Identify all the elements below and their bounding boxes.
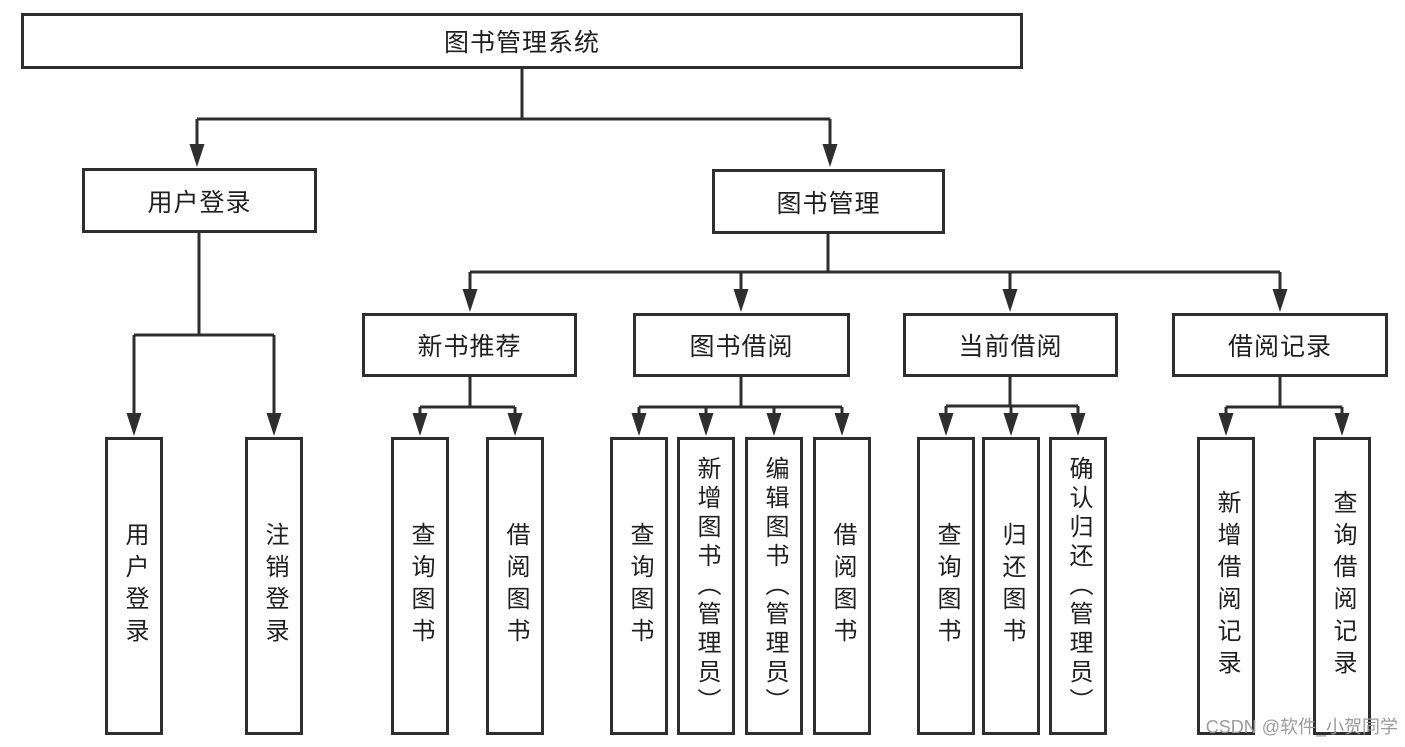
- leaf-edit-book-admin: 编辑图书（管理员）: [745, 437, 803, 735]
- leaf-confirm-return-admin: 确认归还（管理员）: [1049, 437, 1107, 735]
- leaf-return-book: 归还图书: [982, 437, 1040, 735]
- leaf-query-borrowing-record: 查询借阅记录: [1313, 437, 1371, 735]
- node-user-login: 用户登录: [82, 168, 317, 233]
- node-new-book-recommendation: 新书推荐: [362, 313, 577, 377]
- leaf-query-books-borrowing: 查询图书: [610, 437, 668, 735]
- node-current-borrowing: 当前借阅: [903, 313, 1118, 377]
- leaf-user-login: 用户登录: [105, 437, 163, 735]
- leaf-add-book-admin: 新增图书（管理员）: [677, 437, 735, 735]
- node-book-management: 图书管理: [712, 169, 945, 234]
- leaf-borrow-books-recommend: 借阅图书: [486, 437, 544, 735]
- arrowheads: [126, 144, 1350, 436]
- node-book-borrowing: 图书借阅: [633, 313, 850, 377]
- csdn-watermark: CSDN @软件_小贺同学: [1205, 717, 1398, 737]
- leaf-add-borrowing-record: 新增借阅记录: [1197, 437, 1255, 735]
- node-root-library-management-system: 图书管理系统: [21, 13, 1023, 69]
- leaf-borrow-books: 借阅图书: [813, 437, 871, 735]
- leaf-query-books-current: 查询图书: [917, 437, 975, 735]
- leaf-logout: 注销登录: [245, 437, 303, 735]
- leaf-query-books-recommend: 查询图书: [391, 437, 449, 735]
- node-borrowing-records: 借阅记录: [1172, 313, 1388, 377]
